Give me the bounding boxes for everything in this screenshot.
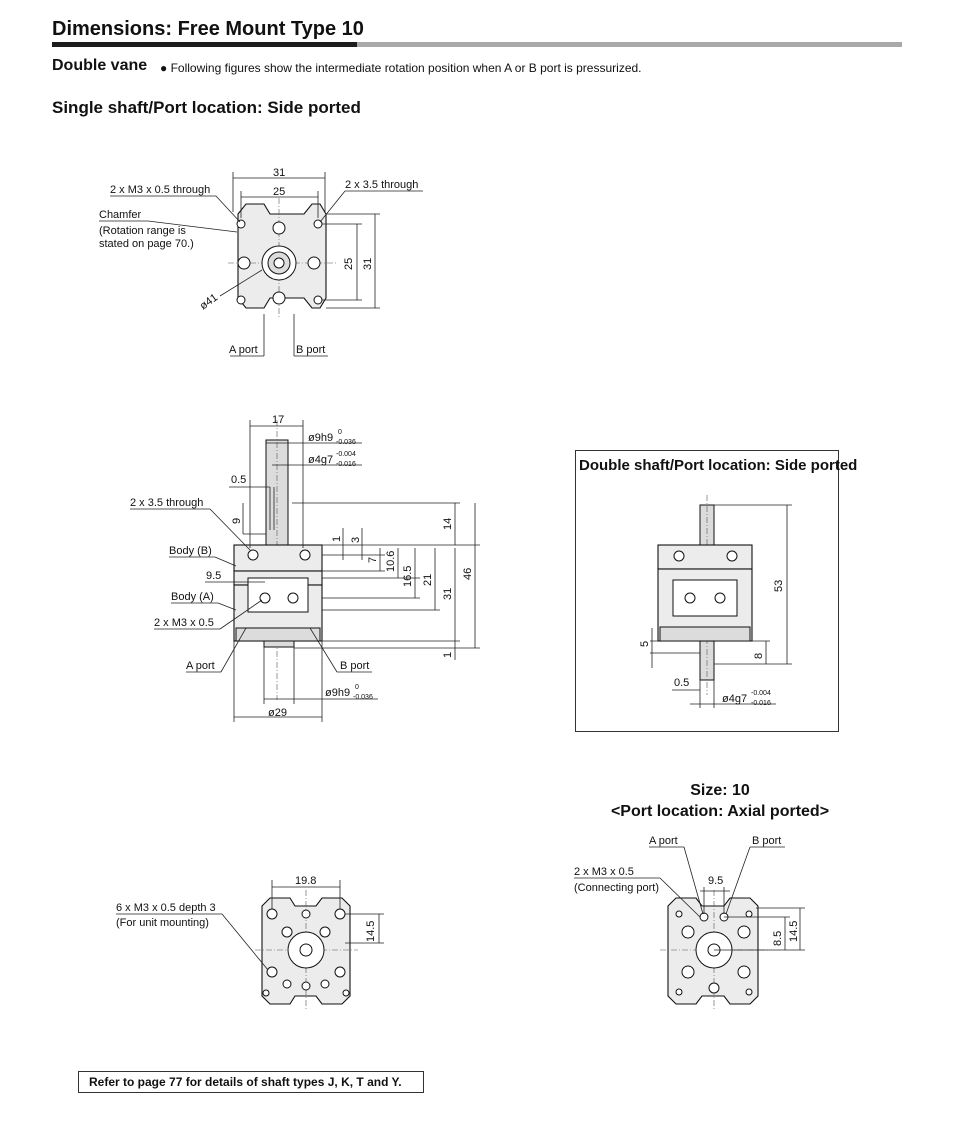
rotation-range-note-1: (Rotation range is: [99, 225, 186, 237]
dim-8: 8: [753, 653, 765, 659]
bottom-view: 19.8 14.5 6 x M3 x 0.5 depth 3 (For unit…: [116, 875, 384, 1010]
bottom-9h9-upper: 0: [355, 684, 359, 691]
dim-0-5: 0.5: [231, 474, 246, 486]
b-port-label: B port: [296, 344, 325, 356]
dim-9: 9: [231, 518, 243, 524]
subtitle: Double vane: [52, 57, 148, 74]
chamfer-label: Chamfer: [99, 209, 142, 221]
dim-31-vertical: 31: [362, 258, 374, 270]
shaft-9h9: ø9h9: [308, 432, 333, 444]
bottom-dim-14-5: 14.5: [365, 921, 377, 942]
bottom-9h9-lower: -0.036: [353, 694, 373, 701]
a-port-label: A port: [229, 344, 258, 356]
double-shaft-4g7: ø4g7: [722, 693, 747, 705]
axial-b-port: B port: [752, 835, 781, 847]
axial-dim-14-5: 14.5: [788, 921, 800, 942]
axial-connecting-port: (Connecting port): [574, 882, 659, 894]
section-title: Single shaft/Port location: Side ported: [52, 98, 361, 117]
body-a-label: Body (A): [171, 591, 214, 603]
double-4g7-lower: -0.016: [751, 700, 771, 707]
shaft-4g7-upper: -0.004: [336, 451, 356, 458]
side-m3-label: 2 x M3 x 0.5: [154, 617, 214, 629]
dim-5: 5: [639, 641, 651, 647]
hole-through-label: 2 x 3.5 through: [345, 179, 418, 191]
bottom-9h9: ø9h9: [325, 687, 350, 699]
shaft-9h9-upper: 0: [338, 429, 342, 436]
dim-46: 46: [462, 568, 474, 580]
page-title: Dimensions: Free Mount Type 10: [52, 18, 364, 40]
dim-31: 31: [273, 167, 285, 179]
title-rule-accent: [52, 42, 357, 47]
m3-through-label: 2 x M3 x 0.5 through: [110, 184, 210, 196]
double-shaft-frame: [575, 450, 839, 732]
axial-dim-8-5: 8.5: [772, 931, 784, 946]
dim-19-8: 19.8: [295, 875, 316, 887]
dia-29: ø29: [268, 707, 287, 719]
dim-1-bottom: 1: [442, 652, 454, 658]
dim-7: 7: [367, 557, 379, 563]
front-view: 31 25 25 31 2 x M3 x 0.5 through 2 x 3.5…: [99, 167, 423, 357]
footer-note: Refer to page 77 for details of shaft ty…: [78, 1071, 424, 1093]
dim-17: 17: [272, 414, 284, 426]
side-view: 17 ø9h9 0 -0.036 ø4g7 -0.004 -0.016 0.5 …: [130, 414, 480, 722]
dim-3: 3: [350, 537, 362, 543]
dim-31-side: 31: [442, 588, 454, 600]
side-a-port: A port: [186, 660, 215, 672]
dim-53: 53: [773, 580, 785, 592]
shaft-4g7: ø4g7: [308, 454, 333, 466]
mount-label-2: (For unit mounting): [116, 917, 209, 929]
body-b-label: Body (B): [169, 545, 212, 557]
double-shaft-view: 53 5 8 0.5 ø4g7 -0.004 -0.016: [639, 495, 792, 708]
dim-1: 1: [331, 536, 343, 542]
axial-title: Size: 10 <Port location: Axial ported>: [600, 780, 840, 822]
double-dim-0-5: 0.5: [674, 677, 689, 689]
dim-16-5: 16.5: [402, 566, 414, 587]
port-location-label: <Port location: Axial ported>: [610, 803, 830, 820]
dim-25: 25: [273, 186, 285, 198]
mount-label-1: 6 x M3 x 0.5 depth 3: [116, 902, 216, 914]
dim-9-5: 9.5: [206, 570, 221, 582]
axial-m3-label: 2 x M3 x 0.5: [574, 866, 634, 878]
title-rule: [52, 42, 902, 47]
axial-dim-9-5: 9.5: [708, 875, 723, 887]
size-label: Size: 10: [690, 782, 750, 799]
rotation-note: ● Following figures show the intermediat…: [160, 61, 642, 75]
dim-10-6: 10.6: [385, 551, 397, 572]
double-shaft-title: Double shaft/Port location: Side ported: [579, 457, 858, 474]
side-hole-label: 2 x 3.5 through: [130, 497, 203, 509]
shaft-4g7-lower: -0.016: [336, 461, 356, 468]
axial-a-port: A port: [649, 835, 678, 847]
shaft-9h9-lower: -0.036: [336, 439, 356, 446]
dia-41: ø41: [198, 292, 220, 313]
double-4g7-upper: -0.004: [751, 690, 771, 697]
dim-21: 21: [422, 574, 434, 586]
dim-25-vertical: 25: [343, 258, 355, 270]
dim-14: 14: [442, 518, 454, 530]
axial-view: A port B port 2 x M3 x 0.5 (Connecting p…: [574, 835, 805, 1010]
side-b-port: B port: [340, 660, 369, 672]
rotation-range-note-2: stated on page 70.): [99, 238, 194, 250]
